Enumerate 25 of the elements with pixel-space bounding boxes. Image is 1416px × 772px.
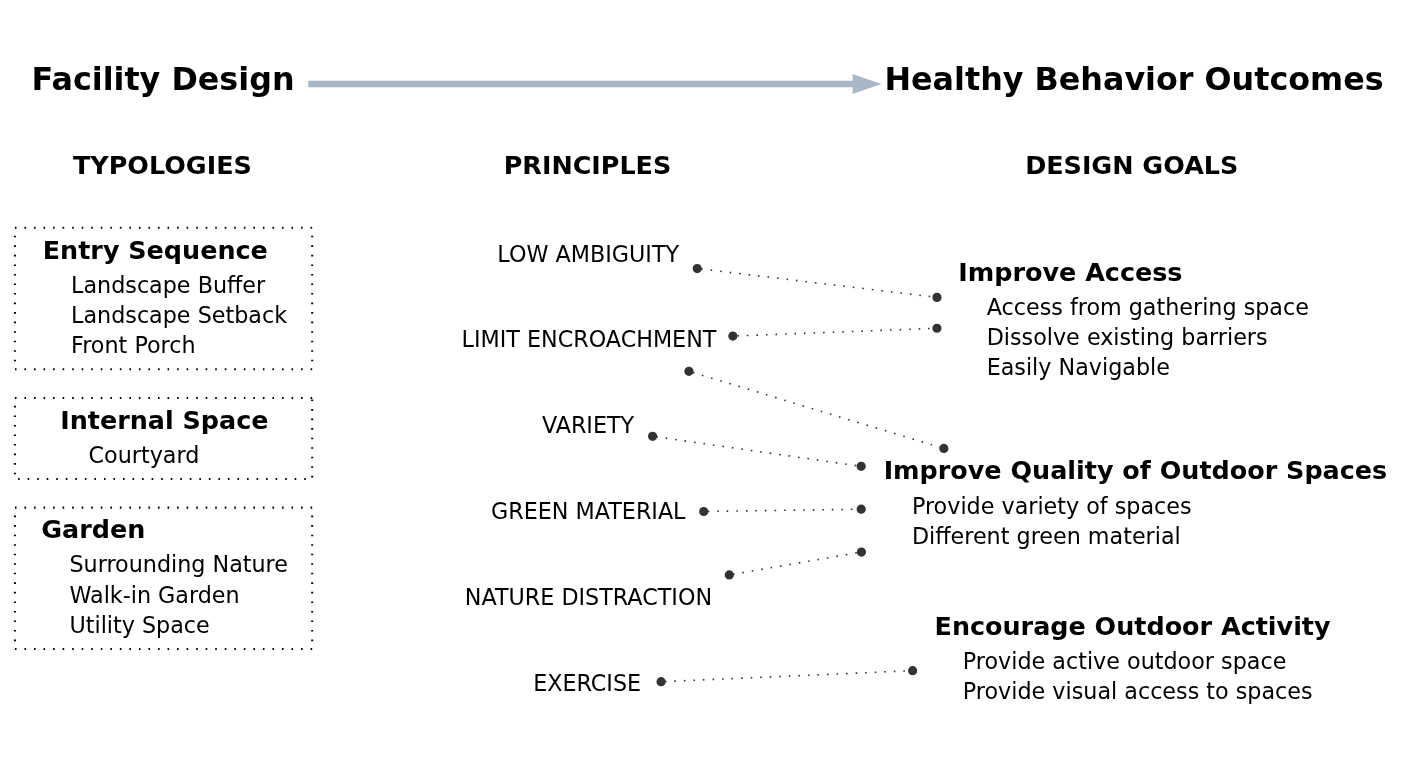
node-text: Improve Access Access from gathering space Dissolve existing barriers Easily Navigable — [958, 256, 1309, 381]
label: TYPOLOGIES — [72, 150, 252, 181]
connector — [699, 504, 866, 517]
connector — [656, 666, 918, 687]
node-text: Improve Quality of Outdoor Spaces Provide variety of spaces Different green material — [883, 455, 1388, 549]
label: PRINCIPLES — [503, 150, 672, 181]
node-text: Facility Design — [31, 60, 295, 98]
connector — [684, 366, 949, 454]
connector — [647, 431, 866, 471]
arrow — [308, 73, 882, 95]
node-box: Internal Space Courtyard — [13, 396, 314, 481]
node-box: Entry Sequence Landscape Buffer Landscape Setback Front Porch — [13, 226, 314, 371]
connector — [724, 547, 867, 580]
node-text: VARIETY — [541, 412, 635, 439]
node-text: LIMIT ENCROACHMENT — [461, 326, 717, 353]
connector — [692, 263, 942, 302]
node-text: Encourage Outdoor Activity Provide active outdoor space Provide visual access to spaces — [934, 611, 1331, 705]
node-box: Garden Surrounding Nature Walk-in Garden Utility Space — [13, 506, 314, 651]
label: DESIGN GOALS — [1025, 150, 1239, 181]
node-text: LOW AMBIGUITY — [497, 240, 680, 267]
node-text: NATURE DISTRACTION — [464, 583, 713, 610]
node-text: Healthy Behavior Outcomes — [884, 60, 1384, 98]
node-text: EXERCISE — [533, 669, 642, 696]
node-text: GREEN MATERIAL — [491, 498, 686, 525]
connector — [728, 323, 942, 341]
